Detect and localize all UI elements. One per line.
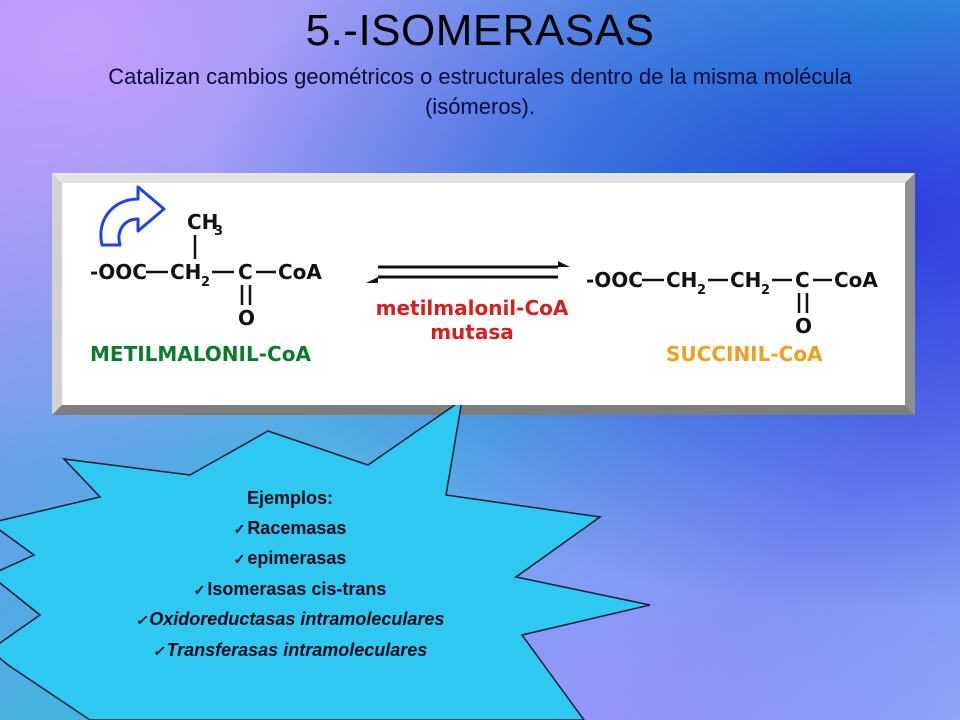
checkmark-icon: ✓ [193, 581, 206, 598]
product-oxygen: O [795, 314, 812, 338]
reactant-ch2: CH [170, 260, 201, 284]
enzyme-name-line2: mutasa [430, 320, 514, 344]
product-coa: CoA [834, 268, 878, 292]
list-item: ✓Racemasas [233, 517, 347, 538]
reactant-structure: CH 3 -OOC CH 2 C CoA O [90, 210, 322, 330]
list-item: ✓Oxidoreductasas intramoleculares [135, 609, 445, 629]
product-ch2-second: CH [730, 268, 761, 292]
product-ch2-second-subscript: 2 [761, 283, 770, 298]
checkmark-icon: ✓ [135, 612, 148, 628]
checkmark-icon: ✓ [152, 642, 165, 659]
checkmark-icon: ✓ [233, 551, 246, 567]
list-item: ✓epimerasas [233, 548, 347, 568]
product-ch2-first-subscript: 2 [697, 283, 706, 298]
curved-arrow-icon [99, 185, 166, 247]
reaction-diagram: CH 3 -OOC CH 2 C CoA O METILMALONIL-CoA … [90, 185, 878, 366]
reactant-ooc: -OOC [90, 260, 147, 284]
product-ooc: -OOC [586, 268, 643, 292]
equilibrium-arrows-icon [366, 261, 570, 283]
reactant-ch3: CH [187, 210, 218, 234]
product-structure: -OOC CH 2 CH 2 C CoA O [586, 268, 878, 338]
reactant-ch2-subscript: 2 [201, 275, 210, 290]
enzyme-name-line1: metilmalonil-CoA [376, 296, 569, 320]
reaction-panel: CH 3 -OOC CH 2 C CoA O METILMALONIL-CoA … [52, 173, 915, 415]
list-item: ✓Isomerasas cis-trans [193, 578, 387, 599]
list-item: ✓Transferasas intramoleculares [152, 639, 428, 660]
reactant-carbonyl-c: C [238, 260, 253, 284]
reactant-coa: CoA [278, 260, 322, 284]
examples-list: Ejemplos: ✓Racemasas ✓epimerasas ✓Isomer… [60, 484, 520, 666]
burst-shape [0, 405, 651, 720]
examples-heading: Ejemplos: [246, 488, 334, 508]
reactant-name: METILMALONIL-CoA [90, 342, 311, 366]
product-name: SUCCINIL-CoA [666, 342, 823, 366]
product-ch2-first: CH [666, 268, 697, 292]
reactant-oxygen: O [238, 306, 255, 330]
product-carbonyl-c: C [795, 268, 810, 292]
slide-subtitle: Catalizan cambios geométricos o estructu… [108, 64, 852, 119]
slide-title: 5.-ISOMERASAS [305, 6, 655, 55]
checkmark-icon: ✓ [233, 520, 246, 537]
reactant-ch3-subscript: 3 [214, 224, 223, 239]
